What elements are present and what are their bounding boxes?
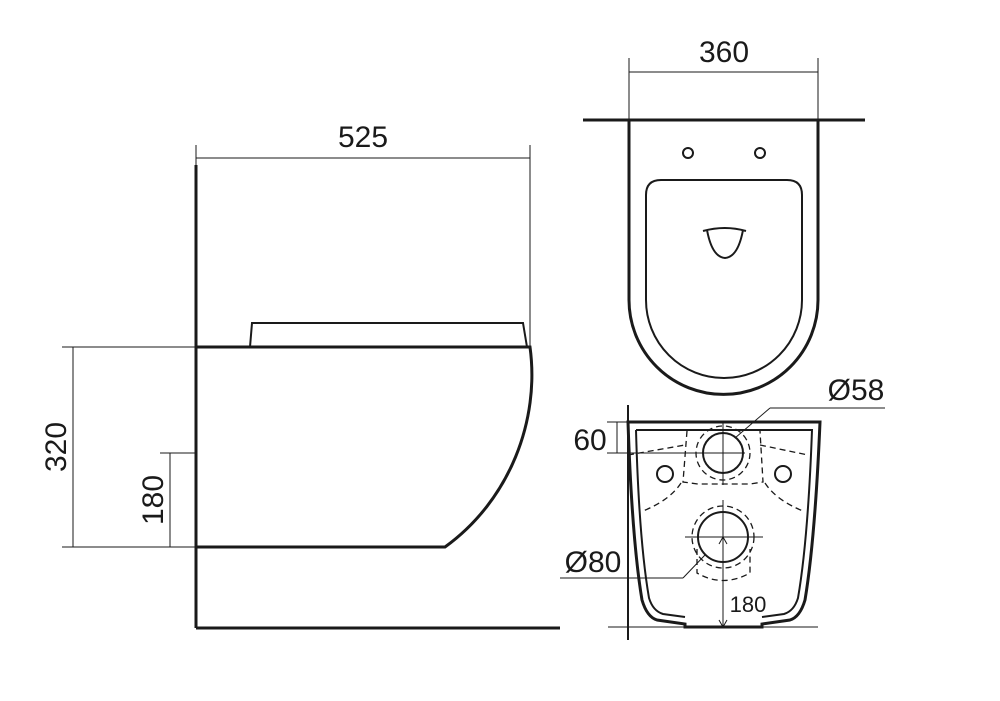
top-view: 360	[583, 36, 865, 396]
outlet-height-label: 180	[137, 475, 170, 525]
dimension-320: 320	[40, 346, 196, 548]
dimension-180-rear: 180	[718, 500, 767, 629]
seat-outline	[645, 179, 803, 379]
mounting-hole-icon	[774, 465, 792, 483]
bowl-body	[196, 345, 534, 549]
inlet-diameter-label: Ø58	[828, 374, 885, 407]
bowl-outline	[627, 120, 820, 396]
mounting-hole-icon	[682, 147, 694, 159]
seat-lid	[249, 322, 528, 348]
outlet-diameter-label: Ø80	[565, 546, 622, 579]
dimension-180-side: 180	[137, 452, 196, 547]
dimension-360: 360	[628, 36, 819, 120]
inlet-offset-label: 60	[573, 424, 606, 457]
rear-view: Ø58 60 Ø80 180	[560, 374, 885, 640]
dimension-80: Ø80	[560, 546, 706, 579]
height-label: 320	[40, 422, 73, 472]
dimension-58: Ø58	[734, 374, 885, 439]
bowl-opening	[702, 227, 747, 260]
width-label: 525	[338, 121, 388, 154]
mounting-hole-icon	[754, 147, 766, 159]
dimension-525: 525	[195, 121, 531, 347]
rear-inner-outline	[635, 429, 814, 618]
mounting-hole-icon	[656, 465, 674, 483]
side-view: 525 320 180	[40, 121, 560, 630]
top-width-label: 360	[699, 36, 749, 69]
rear-outlet-height-label: 180	[730, 592, 767, 617]
dimension-60: 60	[573, 421, 745, 457]
rear-outline	[626, 420, 822, 629]
